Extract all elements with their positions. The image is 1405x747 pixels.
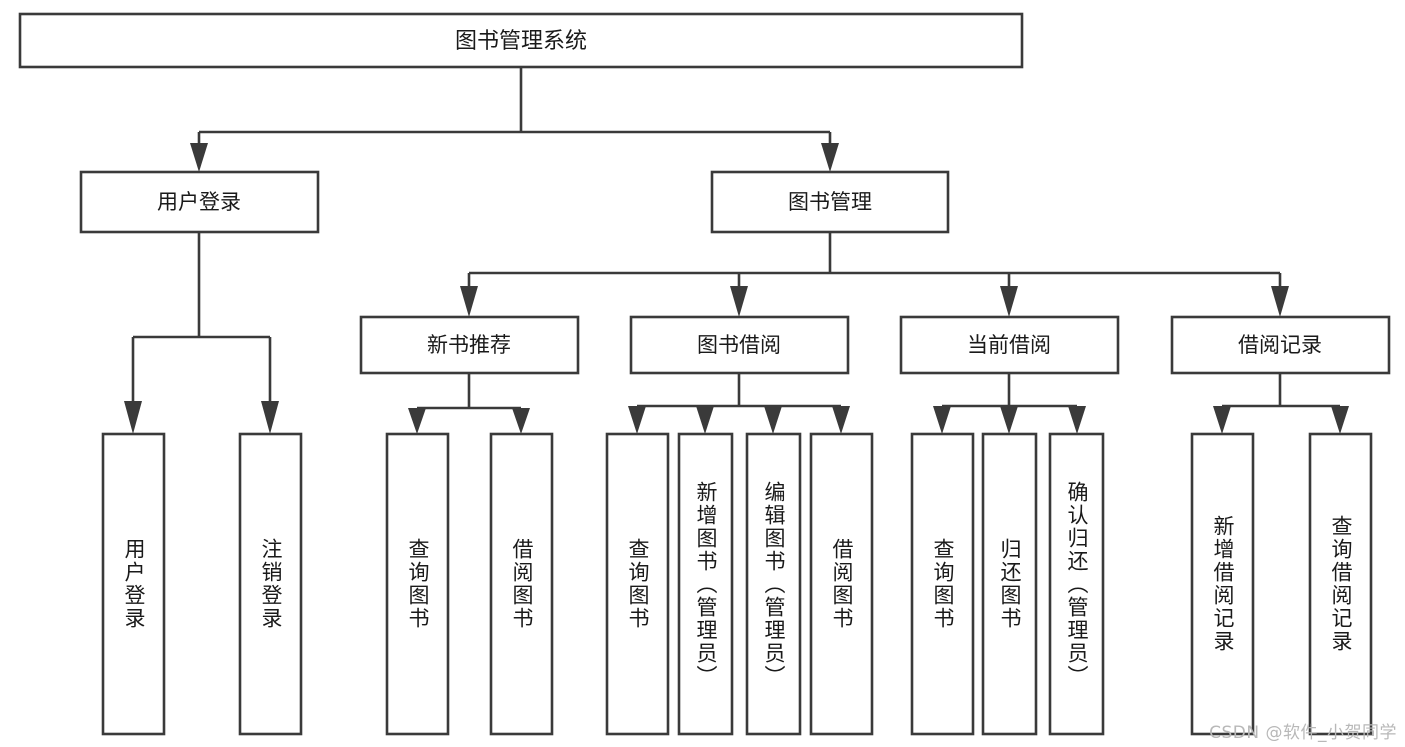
- node-new-book-recommend-box[interactable]: [359, 315, 580, 375]
- arrow-head-level3-4: [1271, 286, 1289, 317]
- arrow-head-userlogin: [190, 143, 208, 172]
- node-book-management-box[interactable]: [710, 170, 950, 234]
- connector-group-bookborrow: [628, 373, 850, 434]
- arrow-head-leaf-bookborrow-3: [764, 406, 782, 434]
- arrow-head-leaf-userlogin-2: [261, 401, 279, 434]
- node-user-login[interactable]: 用户登录: [79, 170, 320, 234]
- node-book-management[interactable]: 图书管理: [710, 170, 950, 234]
- node-new-book-recommend-label: 新书推荐: [427, 333, 511, 357]
- arrow-head-level3-3: [1000, 286, 1018, 317]
- arrow-head-leaf-bookborrow-1: [628, 406, 646, 434]
- leaf-box-borrow-record-1[interactable]: [1190, 432, 1255, 736]
- leaf-box-book-borrow-1[interactable]: [605, 432, 670, 736]
- connector-group-root: [190, 67, 839, 172]
- node-user-login-label: 用户登录: [157, 190, 241, 214]
- node-root[interactable]: 图书管理系统: [18, 12, 1024, 69]
- node-user-login-box[interactable]: [79, 170, 320, 234]
- connector-group-currentborrow: [933, 373, 1086, 434]
- connector-group-newbook: [408, 373, 530, 434]
- node-current-borrow-box[interactable]: [899, 315, 1120, 375]
- node-borrow-record-box[interactable]: [1170, 315, 1391, 375]
- connector-group-userlogin: [124, 232, 279, 434]
- leaf-box-book-borrow-2[interactable]: [677, 432, 734, 736]
- leaf-box-new-book-1[interactable]: [385, 432, 450, 736]
- node-book-borrow[interactable]: 图书借阅: [629, 315, 850, 375]
- arrow-head-leaf-newbook-1: [408, 408, 426, 434]
- leaf-box-book-borrow-3[interactable]: [745, 432, 802, 736]
- connector-group-borrowrecord: [1213, 373, 1349, 434]
- node-book-borrow-box[interactable]: [629, 315, 850, 375]
- leaf-box-borrow-record-2[interactable]: [1308, 432, 1373, 736]
- leaf-box-user-login-2[interactable]: [238, 432, 303, 736]
- node-book-borrow-label: 图书借阅: [697, 333, 781, 357]
- leaf-box-current-borrow-1[interactable]: [910, 432, 975, 736]
- node-borrow-record-label: 借阅记录: [1238, 333, 1322, 357]
- arrow-head-leaf-bookborrow-4: [832, 406, 850, 434]
- arrow-head-leaf-currentborrow-2: [1000, 406, 1018, 434]
- node-current-borrow[interactable]: 当前借阅: [899, 315, 1120, 375]
- arrow-head-leaf-bookborrow-2: [696, 406, 714, 434]
- node-root-box[interactable]: [18, 12, 1024, 69]
- node-new-book-recommend[interactable]: 新书推荐: [359, 315, 580, 375]
- arrow-head-level3-2: [730, 286, 748, 317]
- leaf-box-current-borrow-3[interactable]: [1048, 432, 1105, 736]
- arrow-head-leaf-borrowrecord-1: [1213, 406, 1231, 434]
- node-book-management-label: 图书管理: [788, 190, 872, 214]
- leaf-box-book-borrow-4[interactable]: [809, 432, 874, 736]
- node-borrow-record[interactable]: 借阅记录: [1170, 315, 1391, 375]
- arrow-head-level3-1: [460, 286, 478, 317]
- arrow-head-leaf-userlogin-1: [124, 401, 142, 434]
- node-root-label: 图书管理系统: [455, 29, 587, 54]
- leaf-box-new-book-2[interactable]: [489, 432, 554, 736]
- arrow-head-leaf-borrowrecord-2: [1331, 406, 1349, 434]
- leaf-box-current-borrow-2[interactable]: [981, 432, 1038, 736]
- arrow-head-leaf-newbook-2: [512, 408, 530, 434]
- arrow-head-bookmgmt: [821, 143, 839, 172]
- watermark-text: CSDN @软件_小贺同学: [1209, 723, 1397, 743]
- node-current-borrow-label: 当前借阅: [967, 333, 1051, 357]
- leaf-box-user-login-1[interactable]: [101, 432, 166, 736]
- arrow-head-leaf-currentborrow-1: [933, 406, 951, 434]
- arrow-head-leaf-currentborrow-3: [1068, 406, 1086, 434]
- connector-group-bookmgmt: [460, 232, 1289, 317]
